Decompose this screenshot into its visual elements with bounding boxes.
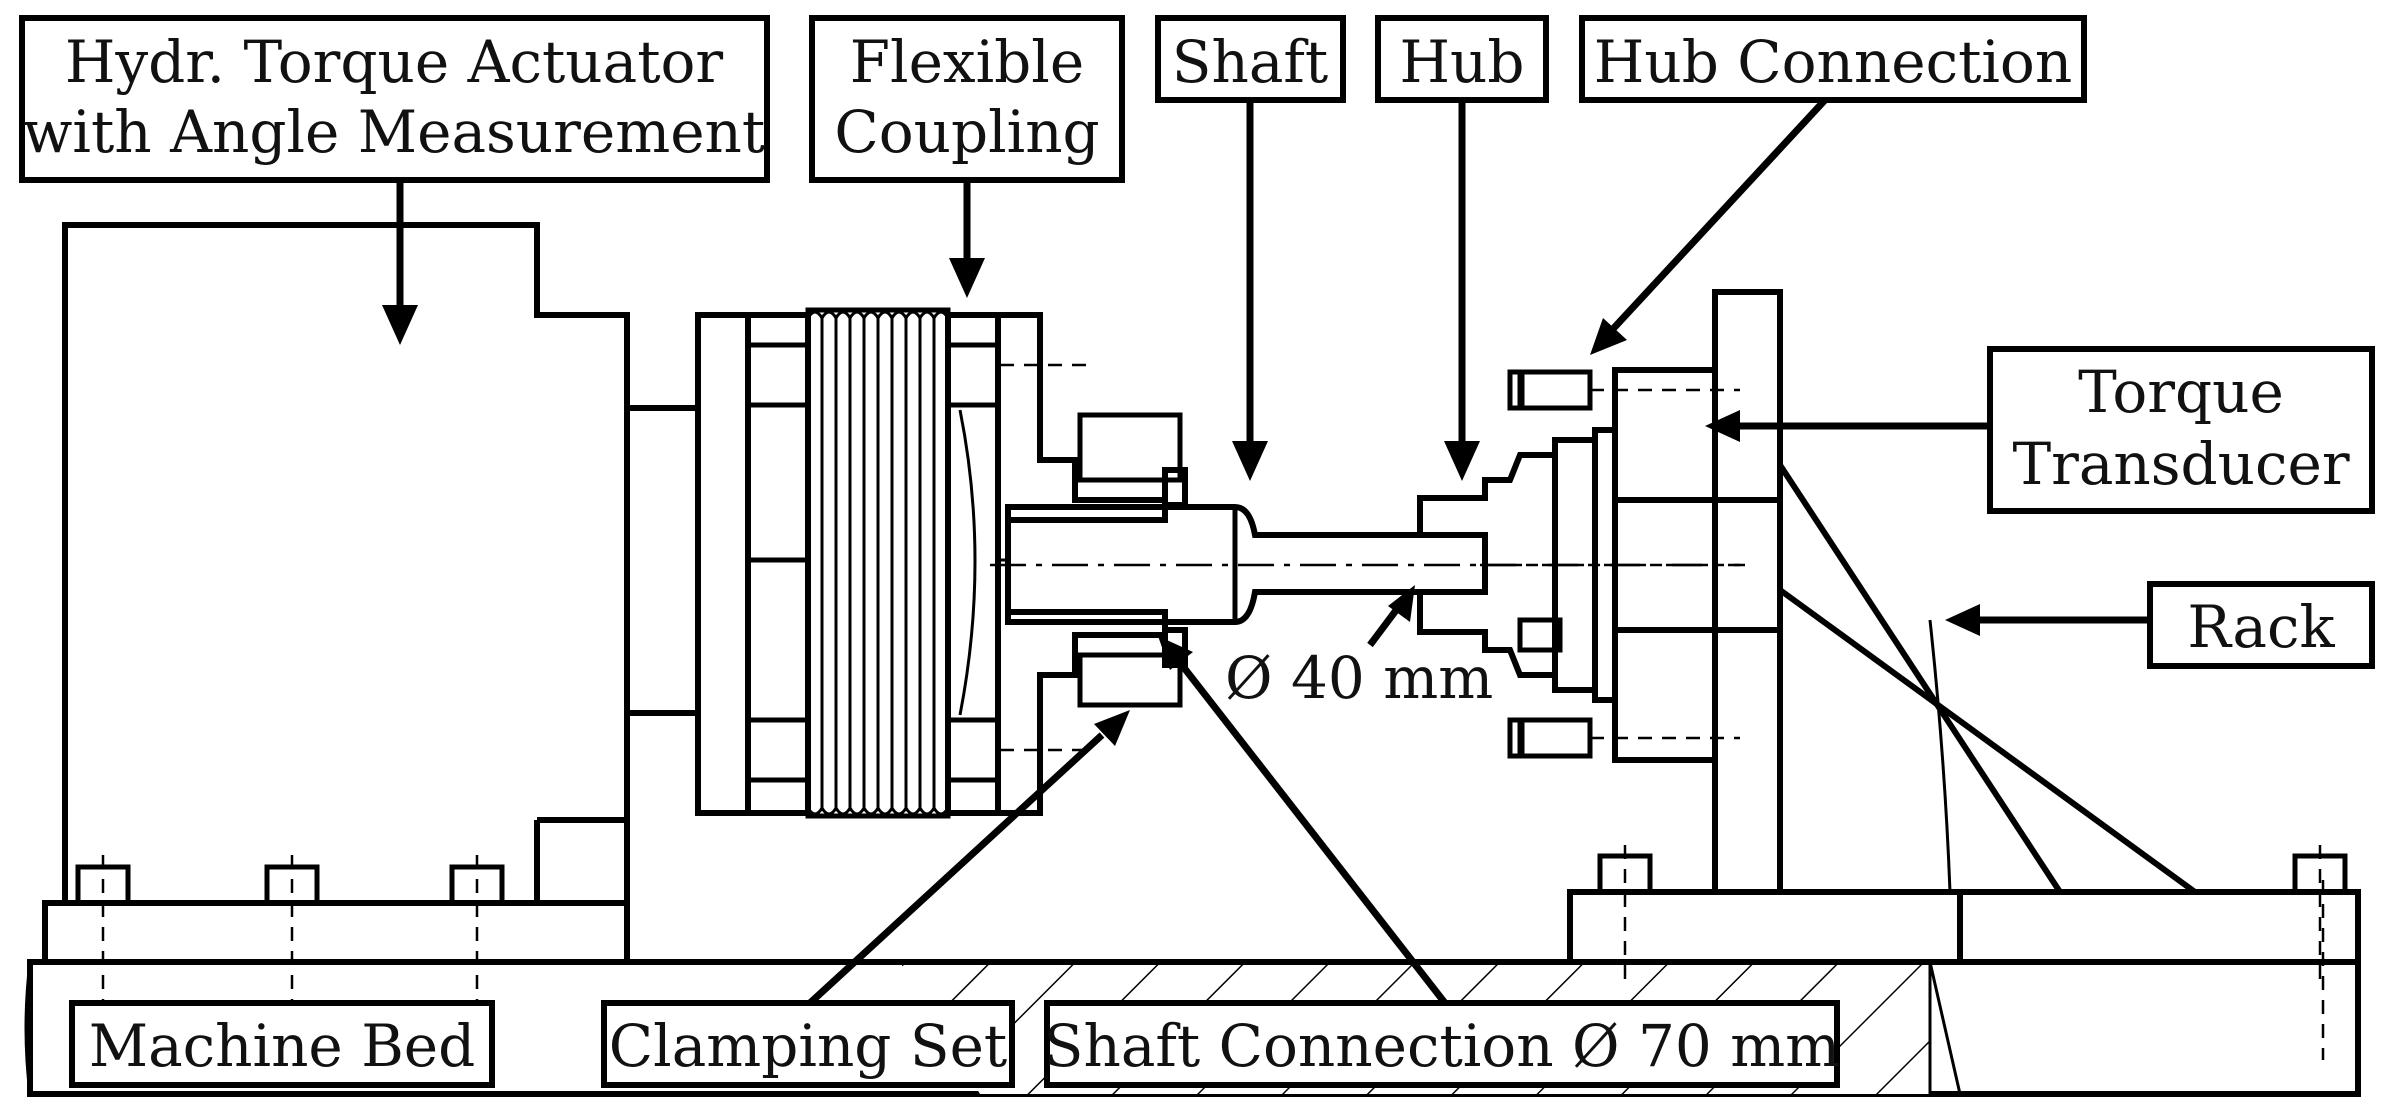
label-actuator-line1: Hydr. Torque Actuator xyxy=(65,28,724,96)
label-shaft-text: Shaft xyxy=(1172,28,1328,96)
rack-base xyxy=(1567,889,2361,965)
label-transducer-line2: Transducer xyxy=(2012,430,2349,498)
shaft-connection-flange xyxy=(995,312,1188,816)
label-actuator-box xyxy=(19,15,770,183)
arrow-hub-connection xyxy=(1590,318,1627,355)
coupling-bellows xyxy=(805,307,951,819)
label-shaft-connection-text: Shaft Connection Ø 70 mm xyxy=(1044,1012,1840,1080)
label-machine-bed: Machine Bed xyxy=(69,1000,495,1088)
label-diameter-40: Ø 40 mm xyxy=(1225,644,1493,712)
arrow-diameter-40 xyxy=(1388,585,1415,622)
rack xyxy=(1567,289,2361,980)
leader-lines xyxy=(382,97,2150,1006)
rack-plate xyxy=(1712,289,1783,895)
arrow-clamping-set xyxy=(1094,710,1130,746)
label-actuator-line2: with Angle Measurement xyxy=(23,98,765,166)
label-clamping-set-box xyxy=(601,1000,1015,1088)
label-coupling-box xyxy=(809,15,1125,183)
arrow-shaft-connection xyxy=(1158,636,1193,670)
label-transducer: Torque Transducer xyxy=(1987,346,2375,514)
label-rack-box xyxy=(2147,581,2375,669)
label-hub: Hub xyxy=(1375,15,1549,103)
clamping-ring-lower xyxy=(1077,652,1183,708)
label-hub-box xyxy=(1375,15,1549,103)
label-machine-bed-text: Machine Bed xyxy=(89,1012,476,1080)
clamping-ring-upper xyxy=(1077,412,1183,483)
label-hub-text: Hub xyxy=(1399,28,1524,96)
arrow-coupling xyxy=(949,258,985,298)
arrow-actuator xyxy=(382,305,418,345)
label-transducer-line1: Torque xyxy=(2078,358,2284,426)
label-coupling: Flexible Coupling xyxy=(809,15,1125,183)
label-rack: Rack xyxy=(2147,581,2375,669)
label-shaft-connection: Shaft Connection Ø 70 mm xyxy=(1044,1000,1840,1088)
transducer-lower xyxy=(1612,627,1718,763)
hydraulic-actuator xyxy=(62,222,698,903)
flexible-coupling xyxy=(695,307,1090,819)
arrow-shaft xyxy=(1232,441,1268,481)
arrow-transducer xyxy=(1705,410,1740,442)
label-hub-connection: Hub Connection xyxy=(1579,15,2087,103)
label-shaft: Shaft xyxy=(1155,15,1346,103)
label-hub-connection-box xyxy=(1579,15,2087,103)
label-coupling-line2: Coupling xyxy=(834,98,1099,166)
label-hub-connection-text: Hub Connection xyxy=(1594,28,2072,96)
label-clamping-set: Clamping Set xyxy=(601,1000,1015,1088)
hub-connection-bolts xyxy=(1507,369,1740,759)
label-shaft-connection-box xyxy=(1044,1000,1840,1088)
label-clamping-set-text: Clamping Set xyxy=(609,1012,1007,1080)
label-machine-bed-box xyxy=(69,1000,495,1088)
label-transducer-box xyxy=(1987,346,2375,514)
arrow-hub xyxy=(1444,441,1480,481)
arrow-rack xyxy=(1945,604,1980,636)
label-shaft-box xyxy=(1155,15,1346,103)
label-rack-text: Rack xyxy=(2187,593,2335,661)
label-coupling-line1: Flexible xyxy=(850,28,1084,96)
label-actuator: Hydr. Torque Actuator with Angle Measure… xyxy=(19,15,770,183)
